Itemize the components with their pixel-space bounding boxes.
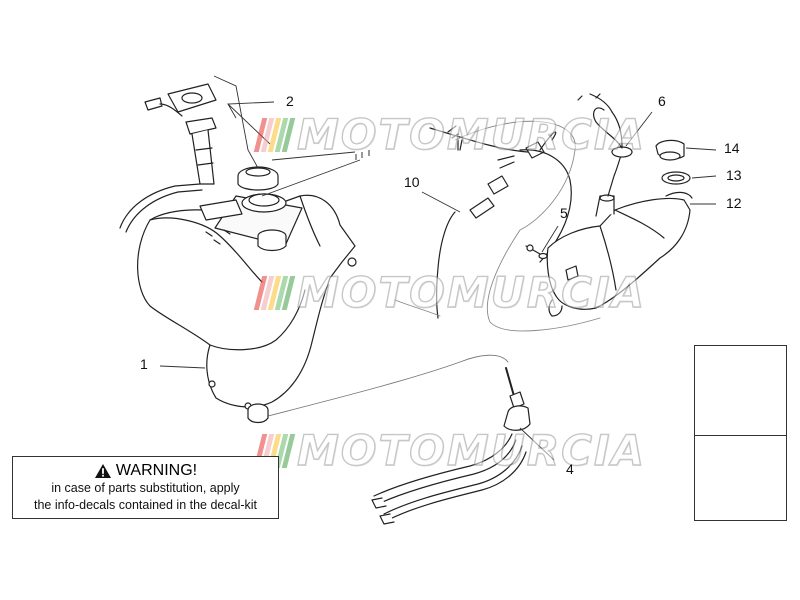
warning-title: WARNING! [115, 462, 198, 479]
callout-4[interactable]: 4 [566, 461, 574, 477]
callout-2[interactable]: 2 [286, 93, 294, 109]
hose-clamp [247, 403, 269, 424]
ticks [355, 150, 370, 160]
vent-hose [119, 183, 201, 229]
fuel-cap [237, 166, 279, 191]
callout-1[interactable]: 1 [140, 356, 148, 372]
watermark-text: MOTOMURCIA [296, 425, 647, 475]
warning-triangle-icon [94, 464, 111, 478]
cable-assembly [429, 125, 572, 319]
callout-12[interactable]: 12 [726, 195, 742, 211]
callout-10[interactable]: 10 [404, 174, 420, 190]
small-parts-divider [695, 435, 786, 436]
watermark: MOTOMURCIA [253, 109, 647, 160]
small-parts-box [694, 345, 787, 521]
fuel-line [267, 354, 509, 417]
watermark-text: MOTOMURCIA [296, 109, 647, 159]
warning-box: WARNING! in case of parts substitution, … [12, 456, 279, 519]
watermark-text: MOTOMURCIA [296, 267, 647, 317]
callout-13[interactable]: 13 [726, 167, 742, 183]
oil-tank [546, 191, 693, 317]
callout-14[interactable]: 14 [724, 140, 740, 156]
routing-line [454, 120, 601, 332]
oil-cap [655, 139, 691, 185]
leader-lines [159, 75, 751, 473]
watermark-logo-bars [253, 117, 296, 152]
callout-5[interactable]: 5 [560, 205, 568, 221]
warning-title-row: WARNING! [13, 462, 278, 480]
warning-line-1: in case of parts substitution, apply [51, 481, 240, 495]
watermark-logo-bars [253, 275, 296, 310]
callout-6[interactable]: 6 [658, 93, 666, 109]
watermark: MOTOMURCIA [253, 267, 647, 318]
warning-line-2: the info-decals contained in the decal-k… [33, 498, 258, 512]
watermark: MOTOMURCIA [253, 425, 647, 476]
fuel-pump-assembly [144, 83, 243, 221]
fuel-tap [371, 367, 531, 525]
bolt [525, 244, 548, 260]
oil-level-sensor [577, 93, 633, 197]
